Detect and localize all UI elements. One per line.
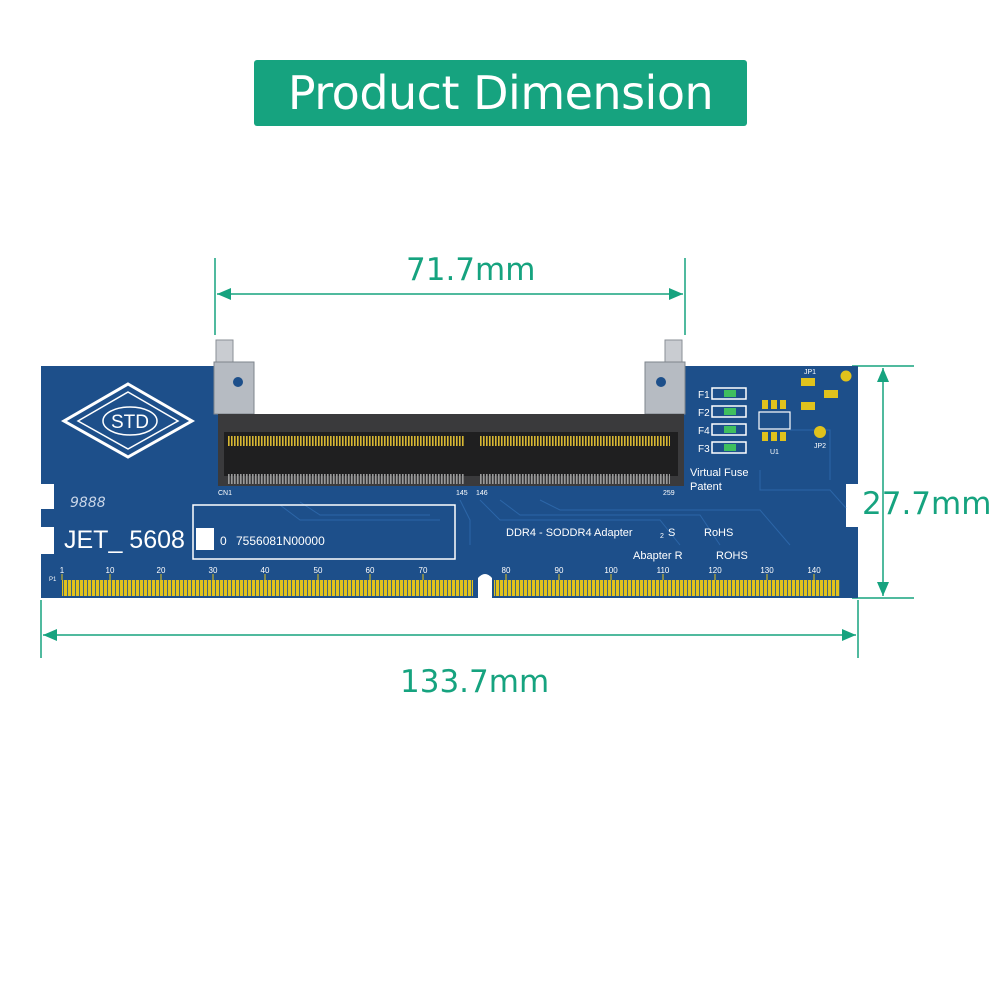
pin-scale-labels: 1 10 20 30 40 50 60 70 80 90 100 110 120… bbox=[60, 566, 821, 575]
pin-scale-label: 1 bbox=[60, 566, 65, 575]
title-badge: Product Dimension bbox=[254, 60, 747, 126]
gold-fingers-right bbox=[494, 580, 840, 596]
rohs-label-2: ROHS bbox=[716, 550, 748, 562]
page-title: Product Dimension bbox=[287, 66, 714, 120]
fuse-label-f3: F3 bbox=[698, 444, 710, 455]
u1-chip: U1 bbox=[758, 400, 791, 456]
sodimm-socket bbox=[213, 339, 686, 486]
jp1-label: JP1 bbox=[804, 369, 816, 376]
board-height-label: 27.7mm bbox=[862, 486, 992, 522]
cn1-label: CN1 bbox=[218, 490, 232, 497]
digits-label: 9888 bbox=[70, 495, 106, 511]
patent-label: Patent bbox=[690, 481, 722, 493]
pin-scale-label: 40 bbox=[261, 566, 270, 575]
pin-scale-ticks bbox=[61, 574, 815, 580]
description-line-1: DDR4 - SODDR4 Adapter bbox=[506, 527, 633, 539]
pin-scale-label: 100 bbox=[604, 566, 618, 575]
circuit-traces bbox=[279, 429, 847, 546]
fuse-label-f4: F4 bbox=[698, 426, 710, 437]
pin-146-label: 146 bbox=[476, 490, 488, 497]
p1-label: P1 bbox=[49, 577, 57, 583]
fuse-group: F1 F2 F4 F3 bbox=[698, 387, 747, 455]
white-square bbox=[196, 528, 214, 550]
pin-145-label: 145 bbox=[456, 490, 468, 497]
dimension-lines bbox=[40, 258, 914, 658]
label-box-zero: 0 bbox=[220, 534, 227, 548]
jp2-label: JP2 bbox=[814, 443, 826, 450]
jumper-pads: JP1 JP2 bbox=[801, 369, 852, 450]
pin-scale-label: 20 bbox=[157, 566, 166, 575]
description-line-2: Abapter R bbox=[633, 550, 683, 562]
pin-scale-label: 80 bbox=[502, 566, 511, 575]
board-width-label: 133.7mm bbox=[400, 664, 550, 700]
fuse-label-f2: F2 bbox=[698, 408, 710, 419]
description-suffix: S bbox=[668, 527, 675, 539]
pin-259-label: 259 bbox=[663, 490, 675, 497]
connector-width-label: 71.7mm bbox=[406, 252, 536, 288]
virtual-fuse-label: Virtual Fuse bbox=[690, 467, 749, 479]
pin-scale-label: 90 bbox=[555, 566, 564, 575]
rohs-label-1: RoHS bbox=[704, 527, 733, 539]
logo-text: STD bbox=[111, 412, 149, 433]
gold-fingers-left bbox=[62, 580, 473, 596]
pin-scale-label: 70 bbox=[419, 566, 428, 575]
model-label: JET_ 5608 bbox=[64, 526, 185, 554]
pin-scale-label: 110 bbox=[657, 566, 670, 575]
pin-scale-label: 30 bbox=[209, 566, 218, 575]
description-subscript: 2 bbox=[660, 533, 664, 540]
u1-label: U1 bbox=[770, 449, 779, 456]
pin-scale-label: 50 bbox=[314, 566, 323, 575]
pin-scale-label: 60 bbox=[366, 566, 375, 575]
std-logo: STD bbox=[60, 382, 196, 459]
fuse-label-f1: F1 bbox=[698, 390, 710, 401]
label-box bbox=[192, 504, 456, 560]
pin-scale-label: 10 bbox=[106, 566, 115, 575]
serial-label: 7556081N00000 bbox=[236, 534, 325, 548]
pin-scale-label: 140 bbox=[807, 566, 821, 575]
pin-scale-label: 120 bbox=[708, 566, 722, 575]
pin-scale-label: 130 bbox=[760, 566, 774, 575]
